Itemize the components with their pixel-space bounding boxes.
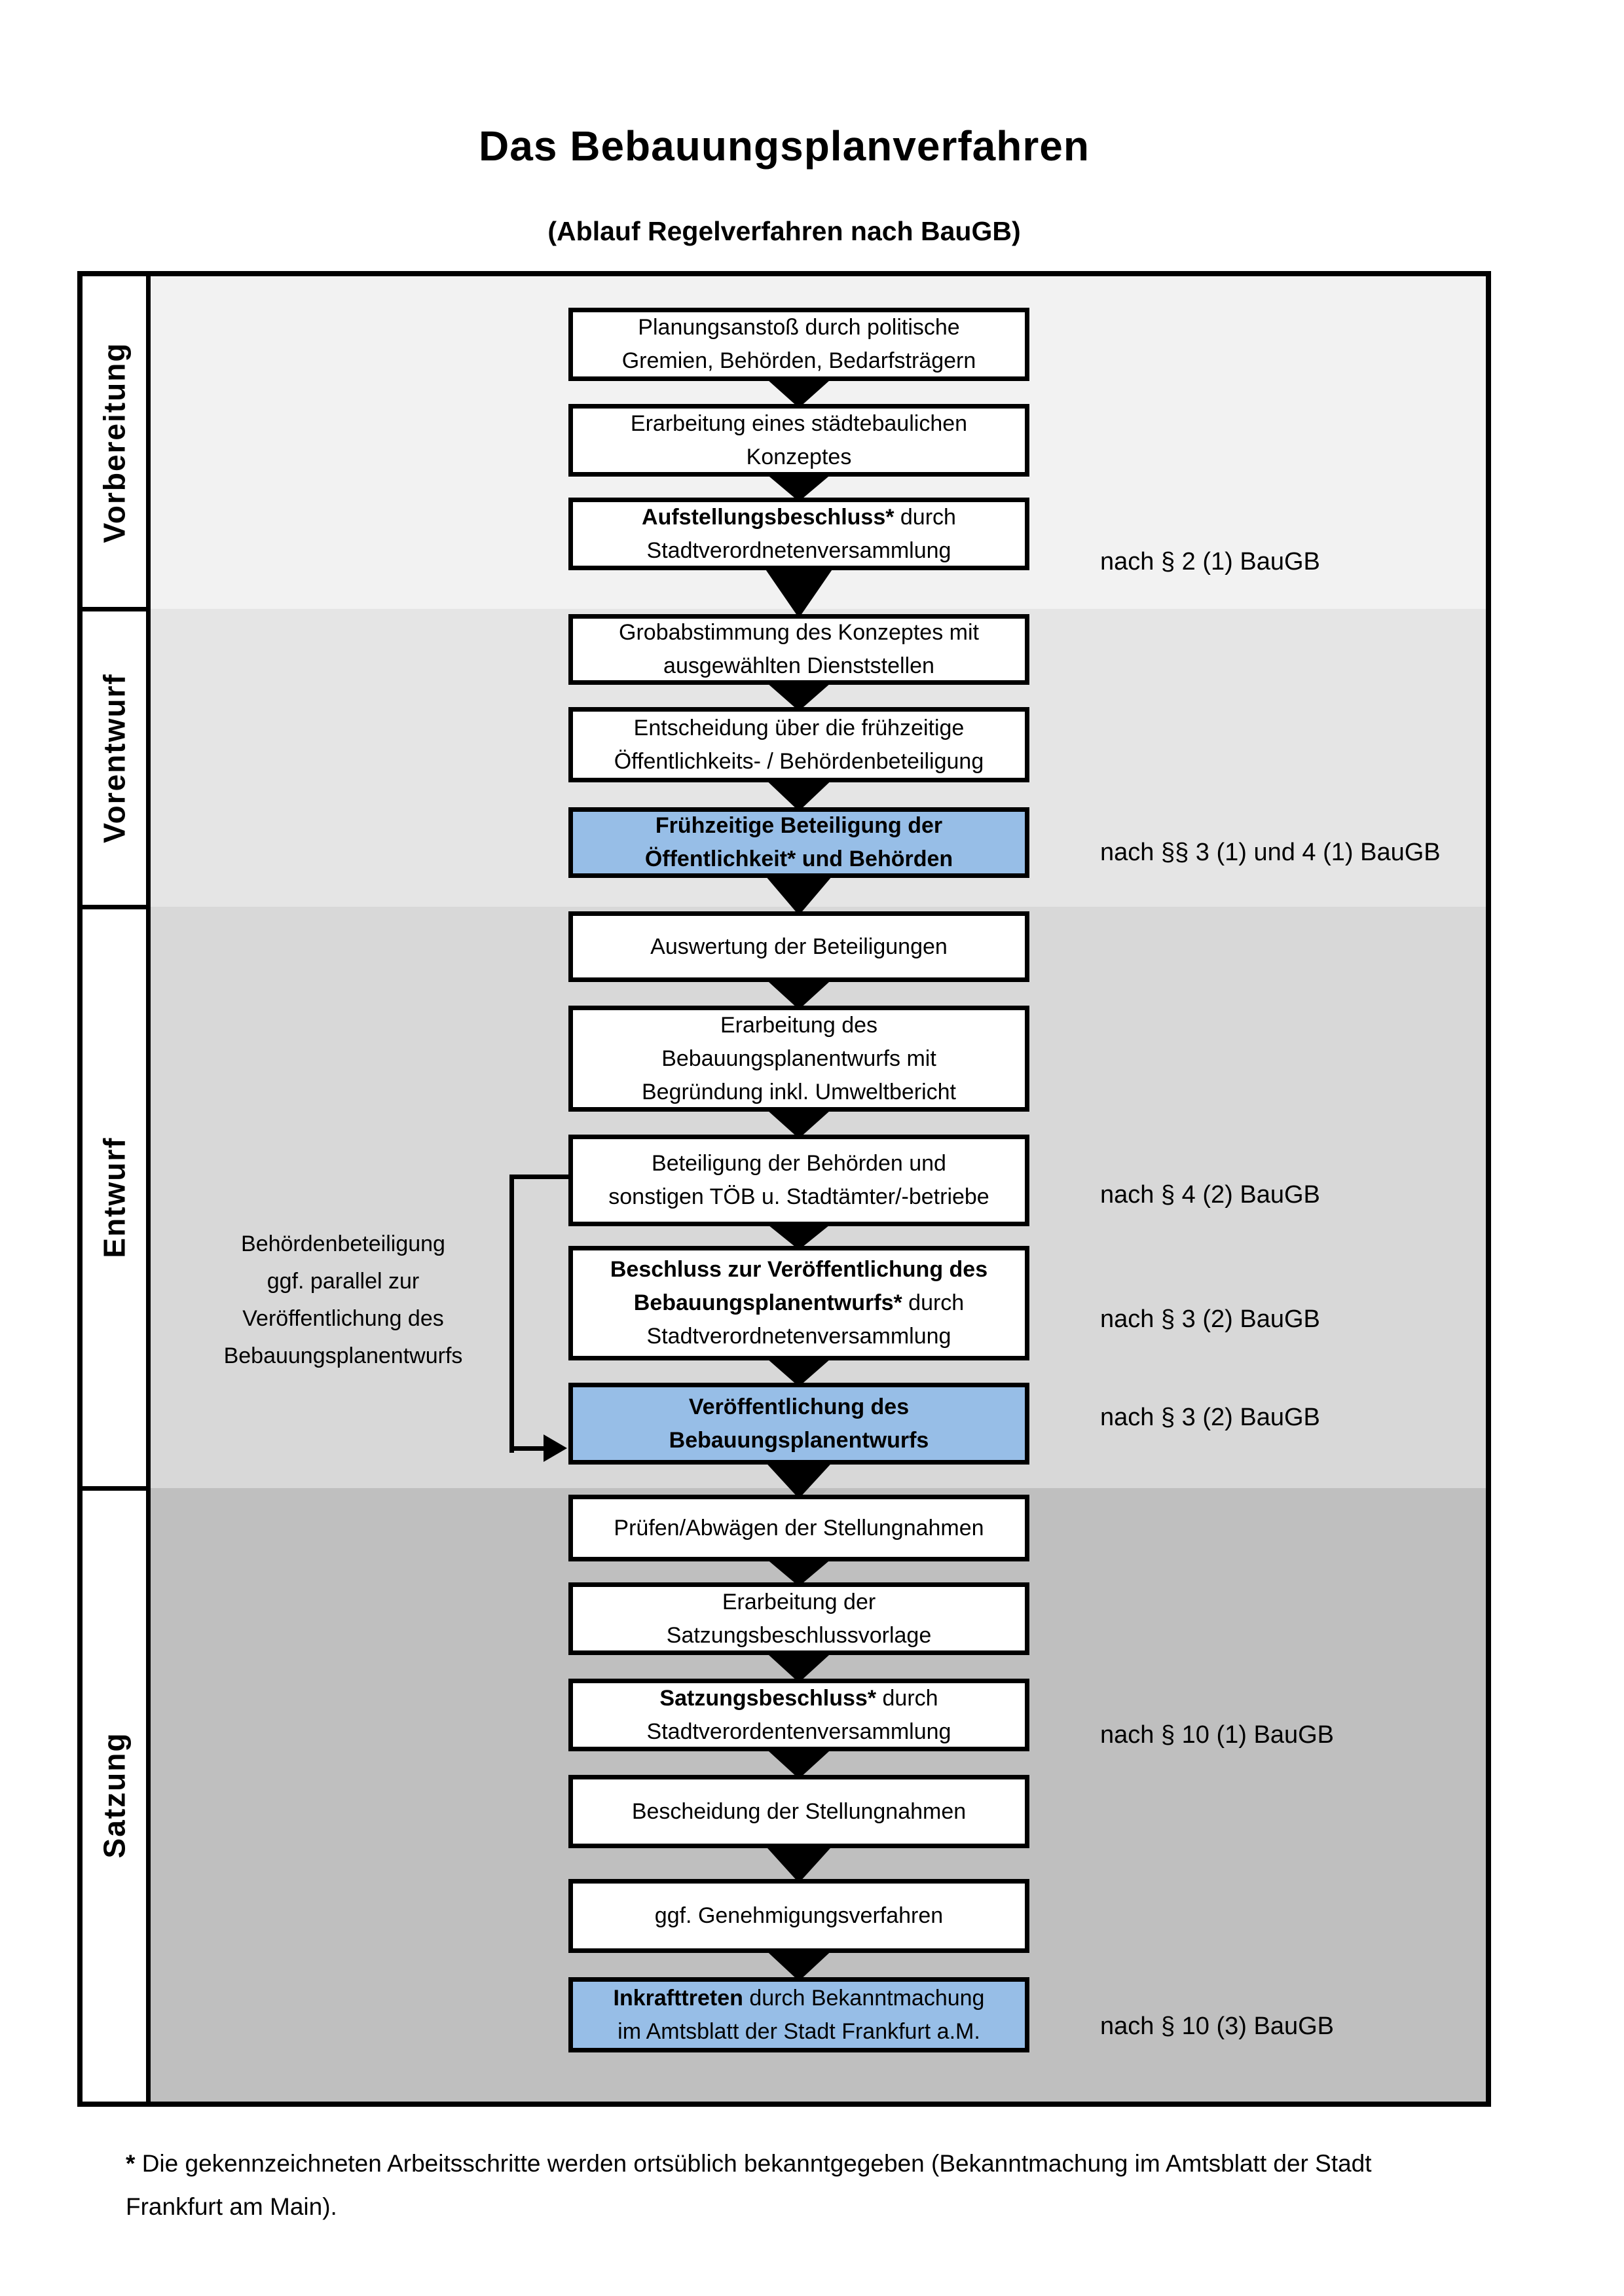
legal-ref-label: nach §§ 3 (1) und 4 (1) BauGB — [1100, 839, 1441, 866]
phase-label-vorentwurf: Vorentwurf — [83, 609, 146, 907]
flow-step-label: Planungsanstoß durch politische — [638, 315, 960, 340]
phase-label-column-border — [146, 271, 151, 2107]
phase-label-text: Entwurf — [97, 1137, 132, 1258]
phase-label-text: Satzung — [97, 1732, 132, 1858]
flow-step-7: Auswertung der Beteiligungen — [568, 911, 1029, 982]
phase-cell-separator — [83, 607, 146, 611]
flow-step-label: Grobabstimmung des Konzeptes mit — [619, 620, 979, 645]
legal-ref-label: nach § 10 (3) BauGB — [1100, 2013, 1334, 2040]
flow-step-label: Öffentlichkeits- / Behördenbeteiligung — [614, 748, 984, 774]
parallel-path-arrow-icon — [544, 1434, 567, 1462]
flow-step-15: Bescheidung der Stellungnahmen — [568, 1775, 1029, 1848]
flow-step-9: Beteiligung der Behörden und sonstigen TÖ… — [568, 1135, 1029, 1226]
flow-step-label: Veröffentlichung des — [688, 1394, 910, 1419]
arrow-down-icon — [762, 564, 836, 618]
legal-ref-label: nach § 4 (2) BauGB — [1100, 1181, 1320, 1209]
arrow-down-icon — [762, 1458, 836, 1499]
flow-step-label: ggf. Genehmigungsverfahren — [654, 1903, 944, 1928]
flow-step-label: Beschluss zur Veröffentlichung des — [610, 1257, 988, 1282]
parallel-path-connector-top — [509, 1175, 568, 1179]
flow-step-label: Stadtverordentenversammlung — [646, 1719, 951, 1744]
phase-label-vorbereitung: Vorbereitung — [83, 276, 146, 609]
page-title: Das Bebauungsplanverfahren — [479, 122, 1090, 170]
flow-step-label: Begründung inkl. Umweltbericht — [641, 1079, 957, 1104]
footnote: * Die gekennzeichneten Arbeitsschritte w… — [126, 2142, 1514, 2229]
flow-step-label: ausgewählten Dienststellen — [663, 653, 934, 678]
parallel-path-note-line: Veröffentlichung des — [242, 1306, 444, 1331]
flow-step-12: Prüfen/Abwägen der Stellungnahmen — [568, 1495, 1029, 1561]
flow-step-label: Satzungsbeschlussvorlage — [666, 1622, 932, 1648]
parallel-path-note-line: Bebauungsplanentwurfs — [223, 1343, 463, 1368]
flow-step-label: Stadtverordnetenversammlung — [646, 1324, 951, 1349]
flow-step-label: sonstigen TÖB u. Stadtämter/-betriebe — [608, 1184, 989, 1209]
flow-step-4: Grobabstimmung des Konzeptes mit ausgewäh… — [568, 614, 1029, 685]
flow-step-label: Öffentlichkeit* und Behörden — [644, 847, 953, 871]
legal-ref-label: nach § 10 (1) BauGB — [1100, 1721, 1334, 1749]
parallel-path-note-line: ggf. parallel zur — [267, 1269, 420, 1294]
legal-ref-label: nach § 3 (2) BauGB — [1100, 1404, 1320, 1431]
arrow-down-icon — [762, 871, 836, 915]
parallel-path-connector-shaft — [509, 1446, 546, 1451]
flow-step-label: Gremien, Behörden, Bedarfsträgern — [621, 348, 976, 373]
phase-label-satzung: Satzung — [83, 1488, 146, 2102]
legal-ref-label: nach § 3 (2) BauGB — [1100, 1305, 1320, 1333]
flow-step-label: Konzeptes — [746, 444, 852, 469]
flow-step-label: Bescheidung der Stellungnahmen — [631, 1798, 967, 1824]
flow-step-label: Prüfen/Abwägen der Stellungnahmen — [614, 1515, 984, 1540]
arrow-down-icon — [762, 1842, 836, 1883]
page-subtitle: (Ablauf Regelverfahren nach BauGB) — [547, 216, 1021, 246]
flow-step-17: Inkrafttreten durch Bekanntmachung im Amt… — [568, 1977, 1029, 2052]
flow-step-label: Erarbeitung des — [720, 1012, 878, 1038]
flow-step-label: Erarbeitung der — [722, 1589, 876, 1614]
footnote-line: * Die gekennzeichneten Arbeitsschritte w… — [126, 2142, 1514, 2185]
footnote-asterisk: * — [126, 2150, 136, 2177]
phase-label-text: Vorbereitung — [97, 342, 132, 543]
phase-cell-separator — [83, 905, 146, 909]
flow-step-16: ggf. Genehmigungsverfahren — [568, 1879, 1029, 1953]
flow-step-label: Frühzeitige Beteiligung der — [655, 813, 943, 838]
flow-step-label: Inkrafttreten durch Bekanntmachung — [613, 1985, 985, 2011]
footnote-line: Frankfurt am Main). — [126, 2193, 337, 2220]
phase-cell-separator — [83, 1486, 146, 1491]
flow-step-label: Erarbeitung eines städtebaulichen — [630, 410, 968, 436]
flow-step-label: im Amtsblatt der Stadt Frankfurt a.M. — [618, 2018, 980, 2044]
parallel-path-connector-vertical — [509, 1175, 514, 1453]
phase-label-entwurf: Entwurf — [83, 907, 146, 1488]
parallel-path-note-line: Behördenbeteiligung — [241, 1231, 445, 1256]
flow-step-label: Stadtverordnetenversammlung — [646, 538, 951, 563]
phase-label-text: Vorentwurf — [97, 672, 132, 843]
footnote-text: Die gekennzeichneten Arbeitsschritte wer… — [141, 2150, 1372, 2177]
flow-step-label: Bebauungsplanentwurfs mit — [661, 1046, 936, 1071]
flow-step-label: Entscheidung über die frühzeitige — [633, 715, 965, 740]
flow-step-label: Beteiligung der Behörden und — [652, 1151, 946, 1176]
flow-step-label: Auswertung der Beteiligungen — [650, 934, 948, 959]
flow-step-label: Aufstellungsbeschluss* durch — [642, 504, 956, 530]
flow-step-label: Bebauungsplanentwurfs — [669, 1427, 929, 1453]
parallel-path-note: Behördenbeteiligung ggf. parallel zur Ve… — [147, 1226, 540, 1375]
flow-step-label: Bebauungsplanentwurfs* durch — [633, 1290, 965, 1315]
legal-ref-label: nach § 2 (1) BauGB — [1100, 548, 1320, 575]
flow-step-label: Satzungsbeschluss* durch — [659, 1685, 938, 1711]
